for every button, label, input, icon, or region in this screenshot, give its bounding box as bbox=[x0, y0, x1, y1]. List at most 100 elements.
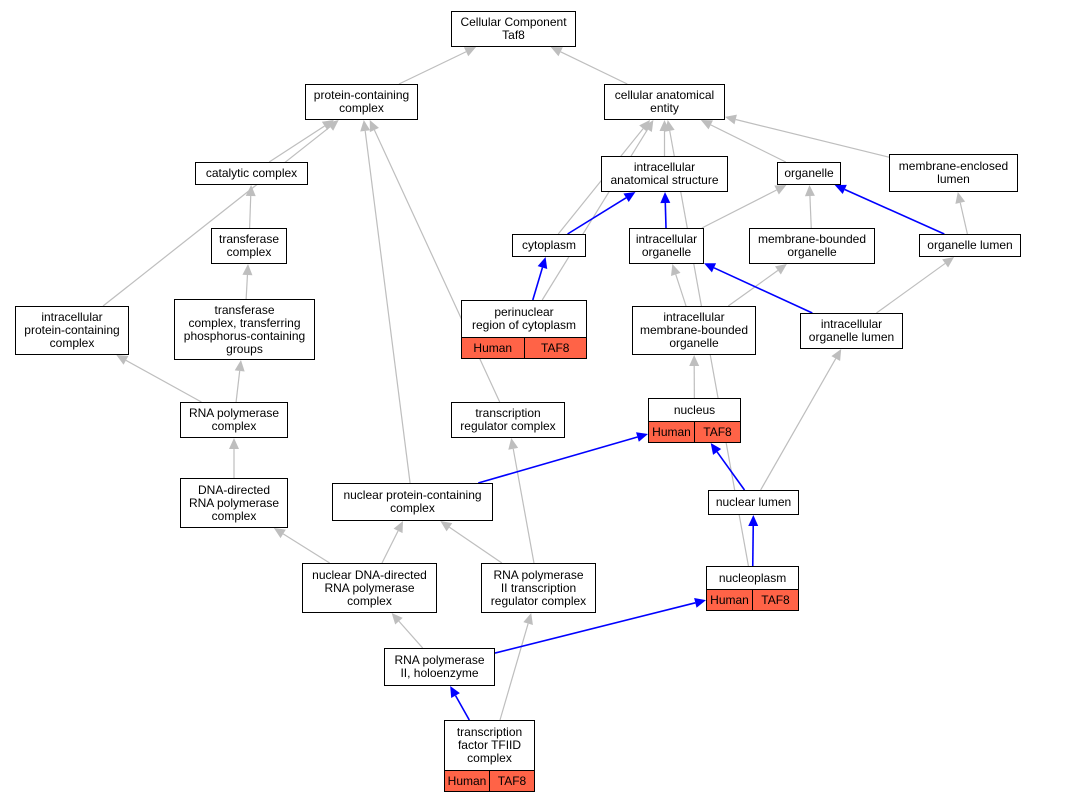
node-label-line: region of cytoplasm bbox=[471, 318, 577, 332]
node-label-line: entity bbox=[650, 101, 679, 115]
edge-is-a bbox=[234, 360, 245, 403]
edge-line bbox=[268, 125, 325, 163]
node-label-line: RNA polymerase bbox=[188, 406, 280, 420]
node-label-line: complex bbox=[467, 751, 512, 765]
node-nuclear-lumen[interactable]: nuclear lumen bbox=[708, 490, 799, 515]
edge-line bbox=[735, 118, 890, 158]
edge-line bbox=[381, 530, 399, 564]
node-organelle[interactable]: organelle bbox=[777, 162, 841, 185]
edge-line bbox=[494, 602, 696, 654]
edge-arrowhead bbox=[704, 263, 717, 273]
node-cytoplasm[interactable]: cytoplasm bbox=[512, 234, 586, 257]
edge-arrowhead bbox=[463, 47, 477, 57]
node-label-line: intracellular bbox=[633, 160, 696, 174]
node-organelle-lumen[interactable]: organelle lumen bbox=[919, 234, 1021, 257]
edge-annotated-path bbox=[494, 597, 706, 654]
edge-arrowhead bbox=[955, 192, 966, 204]
edge-is-a bbox=[955, 192, 968, 235]
node-label-line: Cellular Component bbox=[460, 15, 567, 29]
edge-is-a bbox=[369, 120, 501, 403]
edge-arrowhead bbox=[834, 184, 847, 195]
edge-annotated-path bbox=[567, 192, 636, 235]
edge-line bbox=[454, 695, 470, 721]
edge-arrowhead bbox=[725, 114, 737, 125]
edge-line bbox=[876, 262, 946, 314]
node-label-line: complex bbox=[347, 593, 392, 608]
node-label-line: membrane-bounded bbox=[639, 323, 749, 337]
node-label-line: transferase bbox=[214, 302, 275, 317]
edge-line bbox=[235, 370, 241, 403]
node-label-line: complex bbox=[390, 501, 435, 515]
edge-annotated-path bbox=[748, 515, 759, 567]
node-label-line: groups bbox=[226, 341, 263, 356]
edge-line bbox=[664, 202, 667, 229]
edge-arrowhead bbox=[537, 257, 548, 269]
node-label-line: organelle bbox=[669, 336, 719, 350]
node-label-line: organelle bbox=[787, 245, 837, 259]
node-label-line: II, holoenzyme bbox=[400, 666, 479, 680]
edge-arrowhead bbox=[273, 528, 286, 539]
edge-arrowhead bbox=[369, 120, 379, 133]
edge-arrowhead bbox=[229, 438, 239, 449]
edge-is-a bbox=[700, 120, 787, 163]
edge-line bbox=[716, 451, 746, 491]
node-label-line: membrane-bounded bbox=[757, 232, 867, 246]
node-label-line: RNA polymerase bbox=[394, 653, 485, 667]
edge-is-a bbox=[268, 120, 334, 163]
edge-arrowhead bbox=[523, 613, 533, 625]
edge-is-a bbox=[671, 264, 687, 307]
edge-arrowhead bbox=[671, 264, 681, 277]
node-catalytic-complex[interactable]: catalytic complex bbox=[195, 162, 308, 185]
edge-is-a bbox=[398, 47, 477, 85]
edge-arrowhead bbox=[245, 185, 256, 197]
edge-arrowhead bbox=[450, 686, 460, 699]
edge-is-a bbox=[381, 521, 403, 564]
node-label-line: nucleus bbox=[673, 402, 716, 417]
edge-arrowhead bbox=[393, 521, 403, 534]
node-label-line: membrane-enclosed bbox=[898, 159, 1009, 173]
edge-line bbox=[959, 202, 968, 235]
edge-line bbox=[701, 189, 777, 229]
edge-arrowhead bbox=[508, 438, 519, 450]
edge-is-a bbox=[508, 438, 535, 564]
edge-is-a bbox=[727, 264, 787, 307]
node-label-line: factor TFIID bbox=[457, 738, 522, 752]
edge-arrowhead bbox=[774, 185, 787, 195]
edge-line bbox=[844, 188, 945, 235]
node-label-line: organelle lumen bbox=[927, 238, 1013, 252]
edge-is-a bbox=[499, 613, 533, 721]
node-label-line: Taf8 bbox=[502, 28, 525, 42]
node-label-line: complex bbox=[211, 508, 257, 523]
edge-annotated-path bbox=[532, 257, 548, 301]
edge-annotated-path bbox=[710, 443, 746, 491]
node-label-line: II transcription bbox=[500, 580, 577, 595]
edge-arrowhead bbox=[360, 120, 371, 132]
edge-line bbox=[675, 274, 687, 307]
edge-line bbox=[249, 195, 252, 229]
edge-line bbox=[478, 436, 638, 484]
